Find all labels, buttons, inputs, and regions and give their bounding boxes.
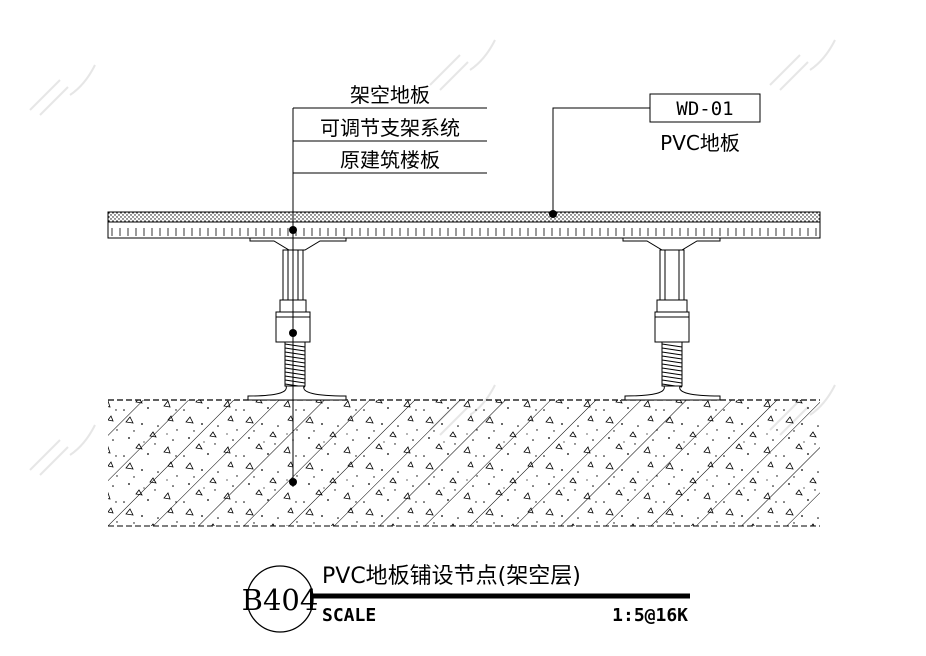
callout-label-adjustable-support: 可调节支架系统 <box>320 116 460 140</box>
scale-label: SCALE <box>322 605 376 626</box>
raised-floor-panel <box>107 221 821 239</box>
material-code: WD-01 <box>676 98 733 120</box>
material-code-box <box>649 93 761 123</box>
callout-label-raised-floor: 架空地板 <box>350 83 430 107</box>
callout-right: WD-01 PVC地板 <box>549 93 761 218</box>
detail-id: B404 <box>242 583 319 617</box>
title-block: B404 PVC地板铺设节点(架空层) SCALE 1:5@16K <box>242 564 690 633</box>
concrete-slab <box>108 399 820 527</box>
scale-value: 1:5@16K <box>612 605 688 626</box>
callout-left: 架空地板 可调节支架系统 原建筑楼板 <box>289 83 487 486</box>
material-name: PVC地板 <box>660 131 740 155</box>
detail-id-circle <box>246 565 314 633</box>
callout-label-structural-slab: 原建筑楼板 <box>340 148 440 172</box>
pedestal-right <box>622 237 721 401</box>
pedestal-left <box>247 237 347 401</box>
pvc-floor-layer <box>107 211 821 223</box>
detail-title: PVC地板铺设节点(架空层) <box>322 564 581 589</box>
